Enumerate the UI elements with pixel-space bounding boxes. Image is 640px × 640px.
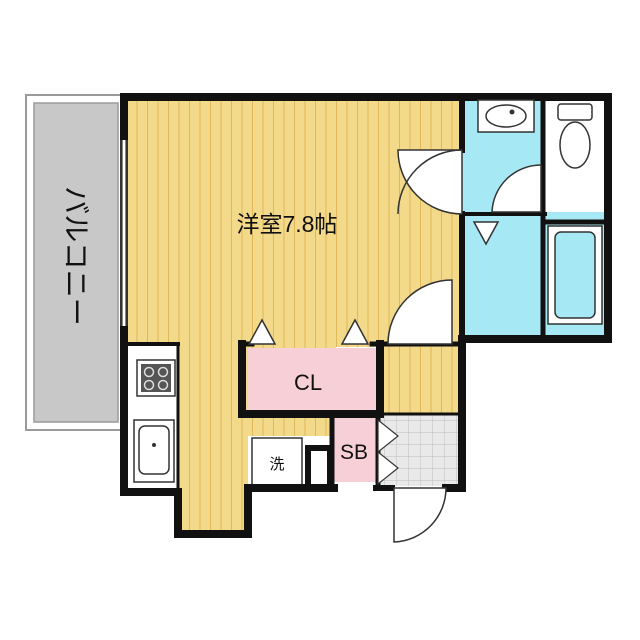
door-hall — [387, 279, 453, 345]
main-room-label: 洋室7.8帖 — [237, 211, 338, 237]
bathtub-icon — [547, 225, 603, 325]
closet — [248, 348, 376, 410]
balcony — [25, 94, 125, 431]
washbasin-icon — [477, 99, 535, 133]
door-bath-arrow — [472, 221, 500, 246]
window-frame — [120, 140, 128, 326]
door-closet — [247, 318, 370, 345]
toilet-icon — [557, 103, 593, 169]
washer-space — [251, 437, 303, 487]
door-bathroom-upper — [397, 149, 463, 215]
door-entrance — [393, 487, 447, 543]
door-toilet — [491, 164, 542, 213]
washer-label: 洗 — [269, 456, 284, 473]
shoe-box-label: SB — [340, 441, 368, 464]
balcony-label: バルコニー — [61, 186, 92, 325]
sink-icon — [133, 419, 175, 483]
closet-label: CL — [294, 370, 322, 395]
gas-stove-icon — [136, 359, 176, 397]
door-shoe-box — [377, 418, 399, 486]
shoe-box — [334, 414, 376, 482]
